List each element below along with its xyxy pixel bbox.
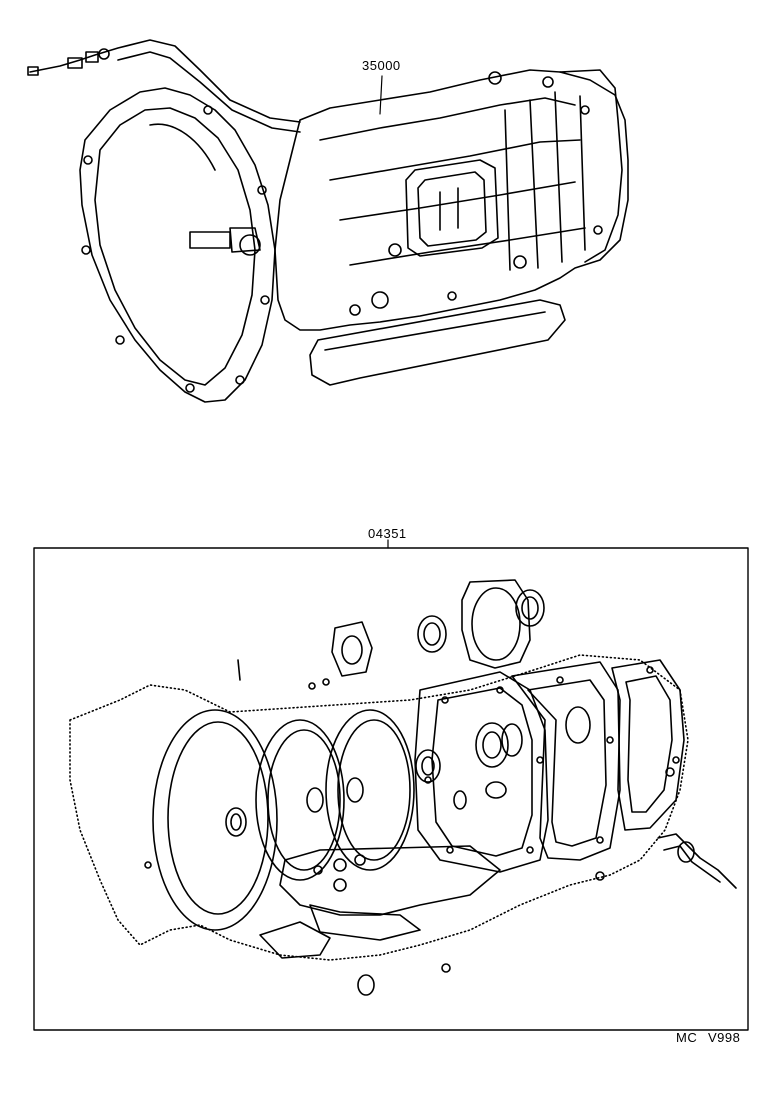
part-number-transmission-assy: 35000: [362, 58, 401, 73]
throttle-cable: [27, 39, 301, 133]
transmission-assembly-drawing: [27, 39, 629, 403]
bell-housing: [79, 87, 276, 403]
small-square-gasket: [331, 621, 373, 677]
extension-housing-gasket: [461, 579, 531, 669]
front-pump-gasket: [152, 709, 278, 931]
case-gaskets: [414, 659, 685, 873]
gasket-kit-drawing: [33, 539, 749, 1031]
transmission-ghost-outline: [69, 654, 689, 961]
small-parts: [144, 659, 737, 996]
footer-code-left: MC: [676, 1030, 698, 1045]
transmission-case: [274, 69, 629, 386]
valve-body-plate-gasket: [259, 845, 501, 959]
footer-code-right: V998: [708, 1030, 741, 1045]
part-number-gasket-kit: 04351: [368, 526, 407, 541]
o-ring-set: [255, 709, 415, 881]
oil-seals: [415, 589, 545, 783]
inner-seal-set: [453, 706, 591, 810]
kit-frame: [33, 547, 749, 1031]
leader-line-35000: [379, 75, 383, 115]
